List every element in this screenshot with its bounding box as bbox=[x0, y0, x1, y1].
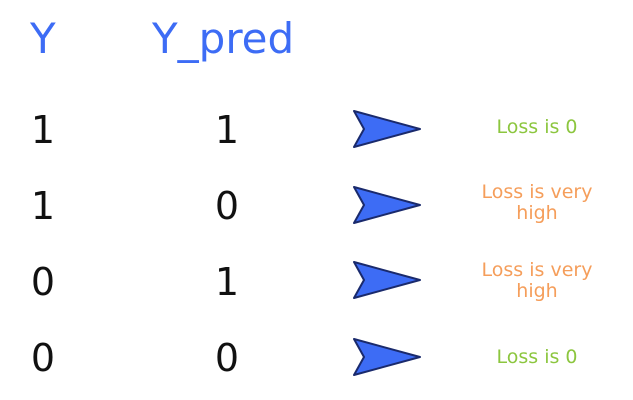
cell-y-row1: 1 bbox=[30, 108, 56, 152]
arrow-right-icon bbox=[353, 186, 421, 224]
arrow-right-icon bbox=[353, 261, 421, 299]
loss-label-row2: Loss is very high bbox=[481, 181, 593, 224]
cell-ypred-row1: 1 bbox=[214, 108, 240, 152]
loss-label-row3: Loss is very high bbox=[481, 259, 593, 302]
cell-ypred-row4: 0 bbox=[214, 336, 240, 380]
cell-ypred-row3: 1 bbox=[214, 260, 240, 304]
arrow-right-icon bbox=[353, 338, 421, 376]
cell-y-row3: 0 bbox=[30, 260, 56, 304]
header-ypred: Y_pred bbox=[152, 14, 295, 63]
cell-ypred-row2: 0 bbox=[214, 184, 240, 228]
arrow-right-icon bbox=[353, 110, 421, 148]
header-y: Y bbox=[30, 14, 56, 63]
cell-y-row2: 1 bbox=[30, 184, 56, 228]
loss-label-row1: Loss is 0 bbox=[496, 116, 578, 138]
loss-label-row4: Loss is 0 bbox=[496, 346, 578, 368]
cell-y-row4: 0 bbox=[30, 336, 56, 380]
